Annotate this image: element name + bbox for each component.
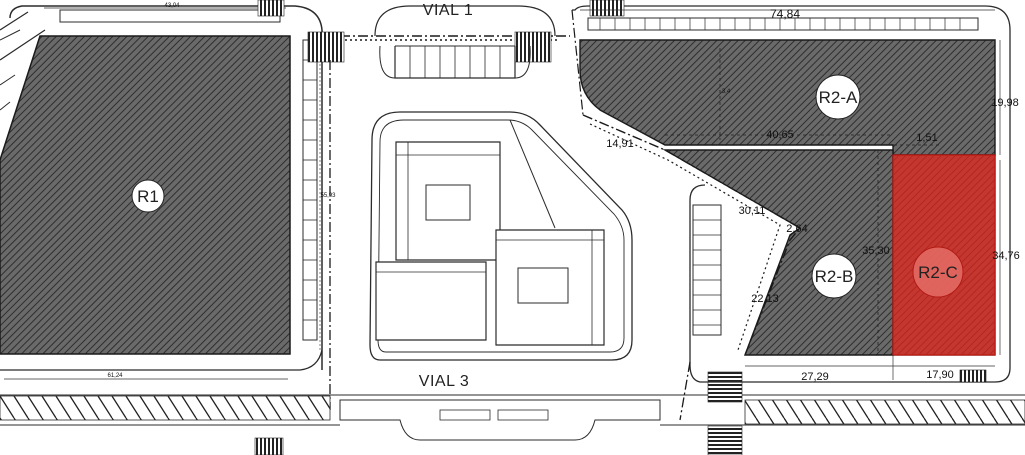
lot-r2a-label: R2-A bbox=[819, 88, 858, 107]
lot-r2a-marker: R2-A bbox=[815, 74, 861, 120]
dim-r2a-inner: 40,65 bbox=[766, 129, 794, 141]
dim-r2b-bottom: 27,29 bbox=[801, 371, 829, 383]
dim-r2a-vert: 3,4 bbox=[722, 89, 731, 95]
dim-diag-upper: 14,91 bbox=[606, 138, 634, 150]
dim-r2c-bottom: 17,90 bbox=[926, 369, 954, 381]
dim-diag-mid: 30,11 bbox=[739, 205, 766, 217]
lot-r2b-label: R2-B bbox=[815, 267, 854, 286]
dim-r2-top: 74,84 bbox=[770, 7, 800, 21]
lot-r2b-marker: R2-B bbox=[811, 253, 857, 299]
road-vial1-label: VIAL 1 bbox=[423, 2, 473, 19]
lot-r1-label: R1 bbox=[137, 187, 159, 206]
dim-r2a-right: 19,98 bbox=[991, 97, 1019, 109]
central-building-block bbox=[369, 111, 633, 361]
lot-r2c-label: R2-C bbox=[918, 263, 958, 282]
dim-r2c-right: 34,76 bbox=[992, 250, 1020, 262]
lot-r2c-marker: R2-C bbox=[912, 246, 964, 298]
dim-r2b-vert: 35,30 bbox=[862, 245, 890, 257]
dim-r1-top: 43,04 bbox=[164, 3, 180, 9]
road-vial3-label: VIAL 3 bbox=[419, 373, 469, 390]
road-vial3 bbox=[0, 371, 1025, 455]
dim-r2a-small: 1,51 bbox=[916, 132, 937, 144]
dim-r2b-diag: 22,13 bbox=[751, 293, 779, 305]
dim-diag-lower: 2,64 bbox=[786, 223, 807, 235]
lot-r1-marker: R1 bbox=[131, 179, 165, 213]
road-vial1 bbox=[307, 5, 570, 79]
lot-r2-block bbox=[571, 0, 1011, 421]
dim-r1-bottom: 61,24 bbox=[107, 373, 123, 379]
dim-r1-side: 55,93 bbox=[320, 193, 336, 199]
